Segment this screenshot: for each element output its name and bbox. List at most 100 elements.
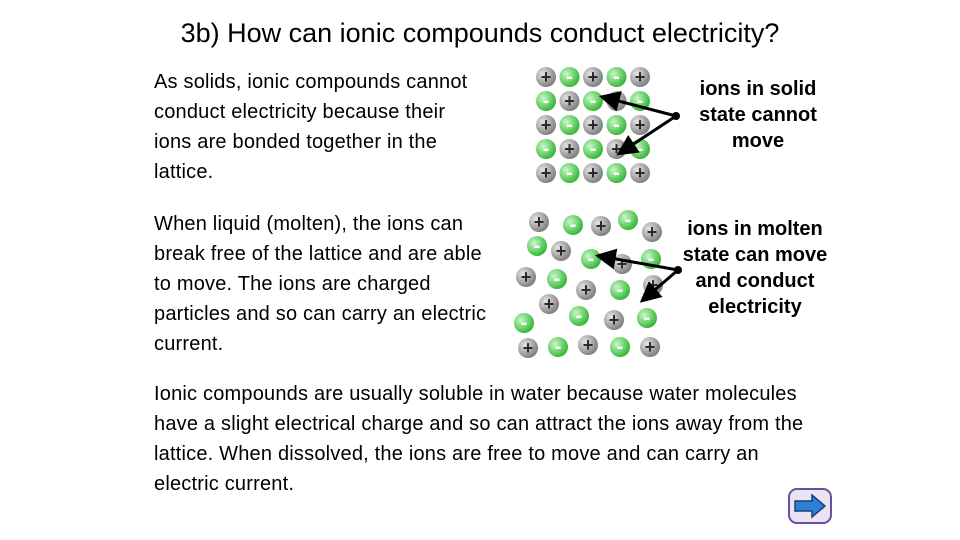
svg-text:-: - (570, 214, 577, 236)
positive-ion: + (539, 294, 559, 314)
svg-text:-: - (637, 90, 644, 112)
svg-text:+: + (541, 115, 552, 135)
page-title: 3b) How can ionic compounds conduct elec… (180, 18, 780, 48)
svg-text:-: - (644, 307, 651, 329)
negative-ion: - (606, 66, 627, 88)
svg-text:-: - (543, 90, 550, 112)
positive-ion: + (583, 115, 603, 135)
svg-text:+: + (521, 267, 532, 287)
molten-state-text: When liquid (molten), the ions can break… (154, 213, 487, 355)
negative-ion: - (583, 90, 603, 112)
svg-text:+: + (635, 67, 646, 87)
svg-text:-: - (576, 305, 583, 327)
svg-text:-: - (555, 336, 562, 358)
positive-ion: + (559, 91, 580, 111)
svg-text:+: + (588, 115, 599, 135)
solid-lattice: +-+-+-+-+-+-+-+-+-+-+-+-+ (536, 66, 650, 184)
right-arrow-icon[interactable] (788, 488, 832, 524)
svg-text:-: - (588, 248, 595, 270)
svg-text:-: - (613, 114, 620, 136)
svg-text:-: - (625, 209, 632, 231)
positive-ion: + (583, 163, 603, 183)
svg-text:-: - (566, 66, 573, 88)
positive-ion: + (604, 310, 624, 330)
positive-ion: + (536, 67, 556, 87)
negative-ion: - (606, 162, 627, 184)
positive-ion: + (518, 338, 538, 358)
positive-ion: + (630, 163, 650, 183)
molten-ions-callout: ions in molten state can move and conduc… (682, 218, 828, 318)
svg-text:-: - (617, 279, 624, 301)
svg-text:-: - (617, 336, 624, 358)
positive-ion: + (583, 67, 603, 87)
solid-state-text: As solids, ionic compounds cannot conduc… (154, 71, 468, 183)
svg-text:-: - (637, 138, 644, 160)
svg-text:+: + (611, 139, 622, 159)
negative-ion: - (610, 336, 630, 358)
svg-text:+: + (645, 337, 656, 357)
negative-ion: - (527, 235, 547, 257)
positive-ion: + (630, 67, 650, 87)
negative-ion: - (637, 307, 657, 329)
svg-text:+: + (534, 212, 545, 232)
negative-ion: - (514, 312, 534, 334)
positive-ion: + (576, 280, 596, 300)
negative-ion: - (569, 305, 589, 327)
negative-ion: - (606, 114, 627, 136)
svg-text:+: + (588, 67, 599, 87)
svg-text:-: - (566, 114, 573, 136)
svg-text:+: + (635, 115, 646, 135)
svg-text:+: + (609, 310, 620, 330)
negative-ion: - (547, 268, 567, 290)
positive-ion: + (578, 335, 598, 355)
svg-text:+: + (564, 91, 575, 111)
negative-ion: - (559, 66, 580, 88)
negative-ion: - (536, 90, 556, 112)
negative-ion: - (610, 279, 630, 301)
next-slide-button[interactable] (788, 488, 832, 524)
svg-text:+: + (588, 163, 599, 183)
svg-text:-: - (613, 66, 620, 88)
negative-ion: - (581, 248, 601, 270)
positive-ion: + (516, 267, 536, 287)
svg-text:+: + (523, 338, 534, 358)
svg-text:+: + (647, 222, 658, 242)
positive-ion: + (630, 115, 650, 135)
svg-text:-: - (648, 248, 655, 270)
svg-text:+: + (541, 67, 552, 87)
svg-text:-: - (566, 162, 573, 184)
positive-ion: + (536, 115, 556, 135)
negative-ion: - (583, 138, 603, 160)
svg-text:+: + (564, 139, 575, 159)
positive-ion: + (536, 163, 556, 183)
negative-ion: - (548, 336, 568, 358)
svg-text:-: - (554, 268, 561, 290)
dissolved-state-text: Ionic compounds are usually soluble in w… (154, 383, 804, 495)
positive-ion: + (591, 216, 611, 236)
svg-text:+: + (583, 335, 594, 355)
svg-text:+: + (635, 163, 646, 183)
svg-text:+: + (544, 294, 555, 314)
solid-ions-callout: ions in solid state cannot move (699, 78, 817, 152)
negative-ion: - (618, 209, 638, 231)
negative-ion: - (563, 214, 583, 236)
svg-text:+: + (556, 241, 567, 261)
svg-text:-: - (590, 138, 597, 160)
svg-text:-: - (543, 138, 550, 160)
positive-ion: + (551, 241, 571, 261)
svg-text:+: + (596, 216, 607, 236)
molten-ions: +-+-+-+-+-+-+-++-+--+-+-+ (514, 209, 663, 358)
svg-text:+: + (581, 280, 592, 300)
svg-text:-: - (534, 235, 541, 257)
positive-ion: + (612, 254, 632, 274)
positive-ion: + (642, 222, 662, 242)
svg-text:-: - (590, 90, 597, 112)
svg-text:-: - (521, 312, 528, 334)
negative-ion: - (559, 114, 580, 136)
positive-ion: + (640, 337, 660, 357)
positive-ion: + (529, 212, 549, 232)
svg-text:-: - (613, 162, 620, 184)
negative-ion: - (536, 138, 556, 160)
pointer-arrows (594, 91, 682, 303)
